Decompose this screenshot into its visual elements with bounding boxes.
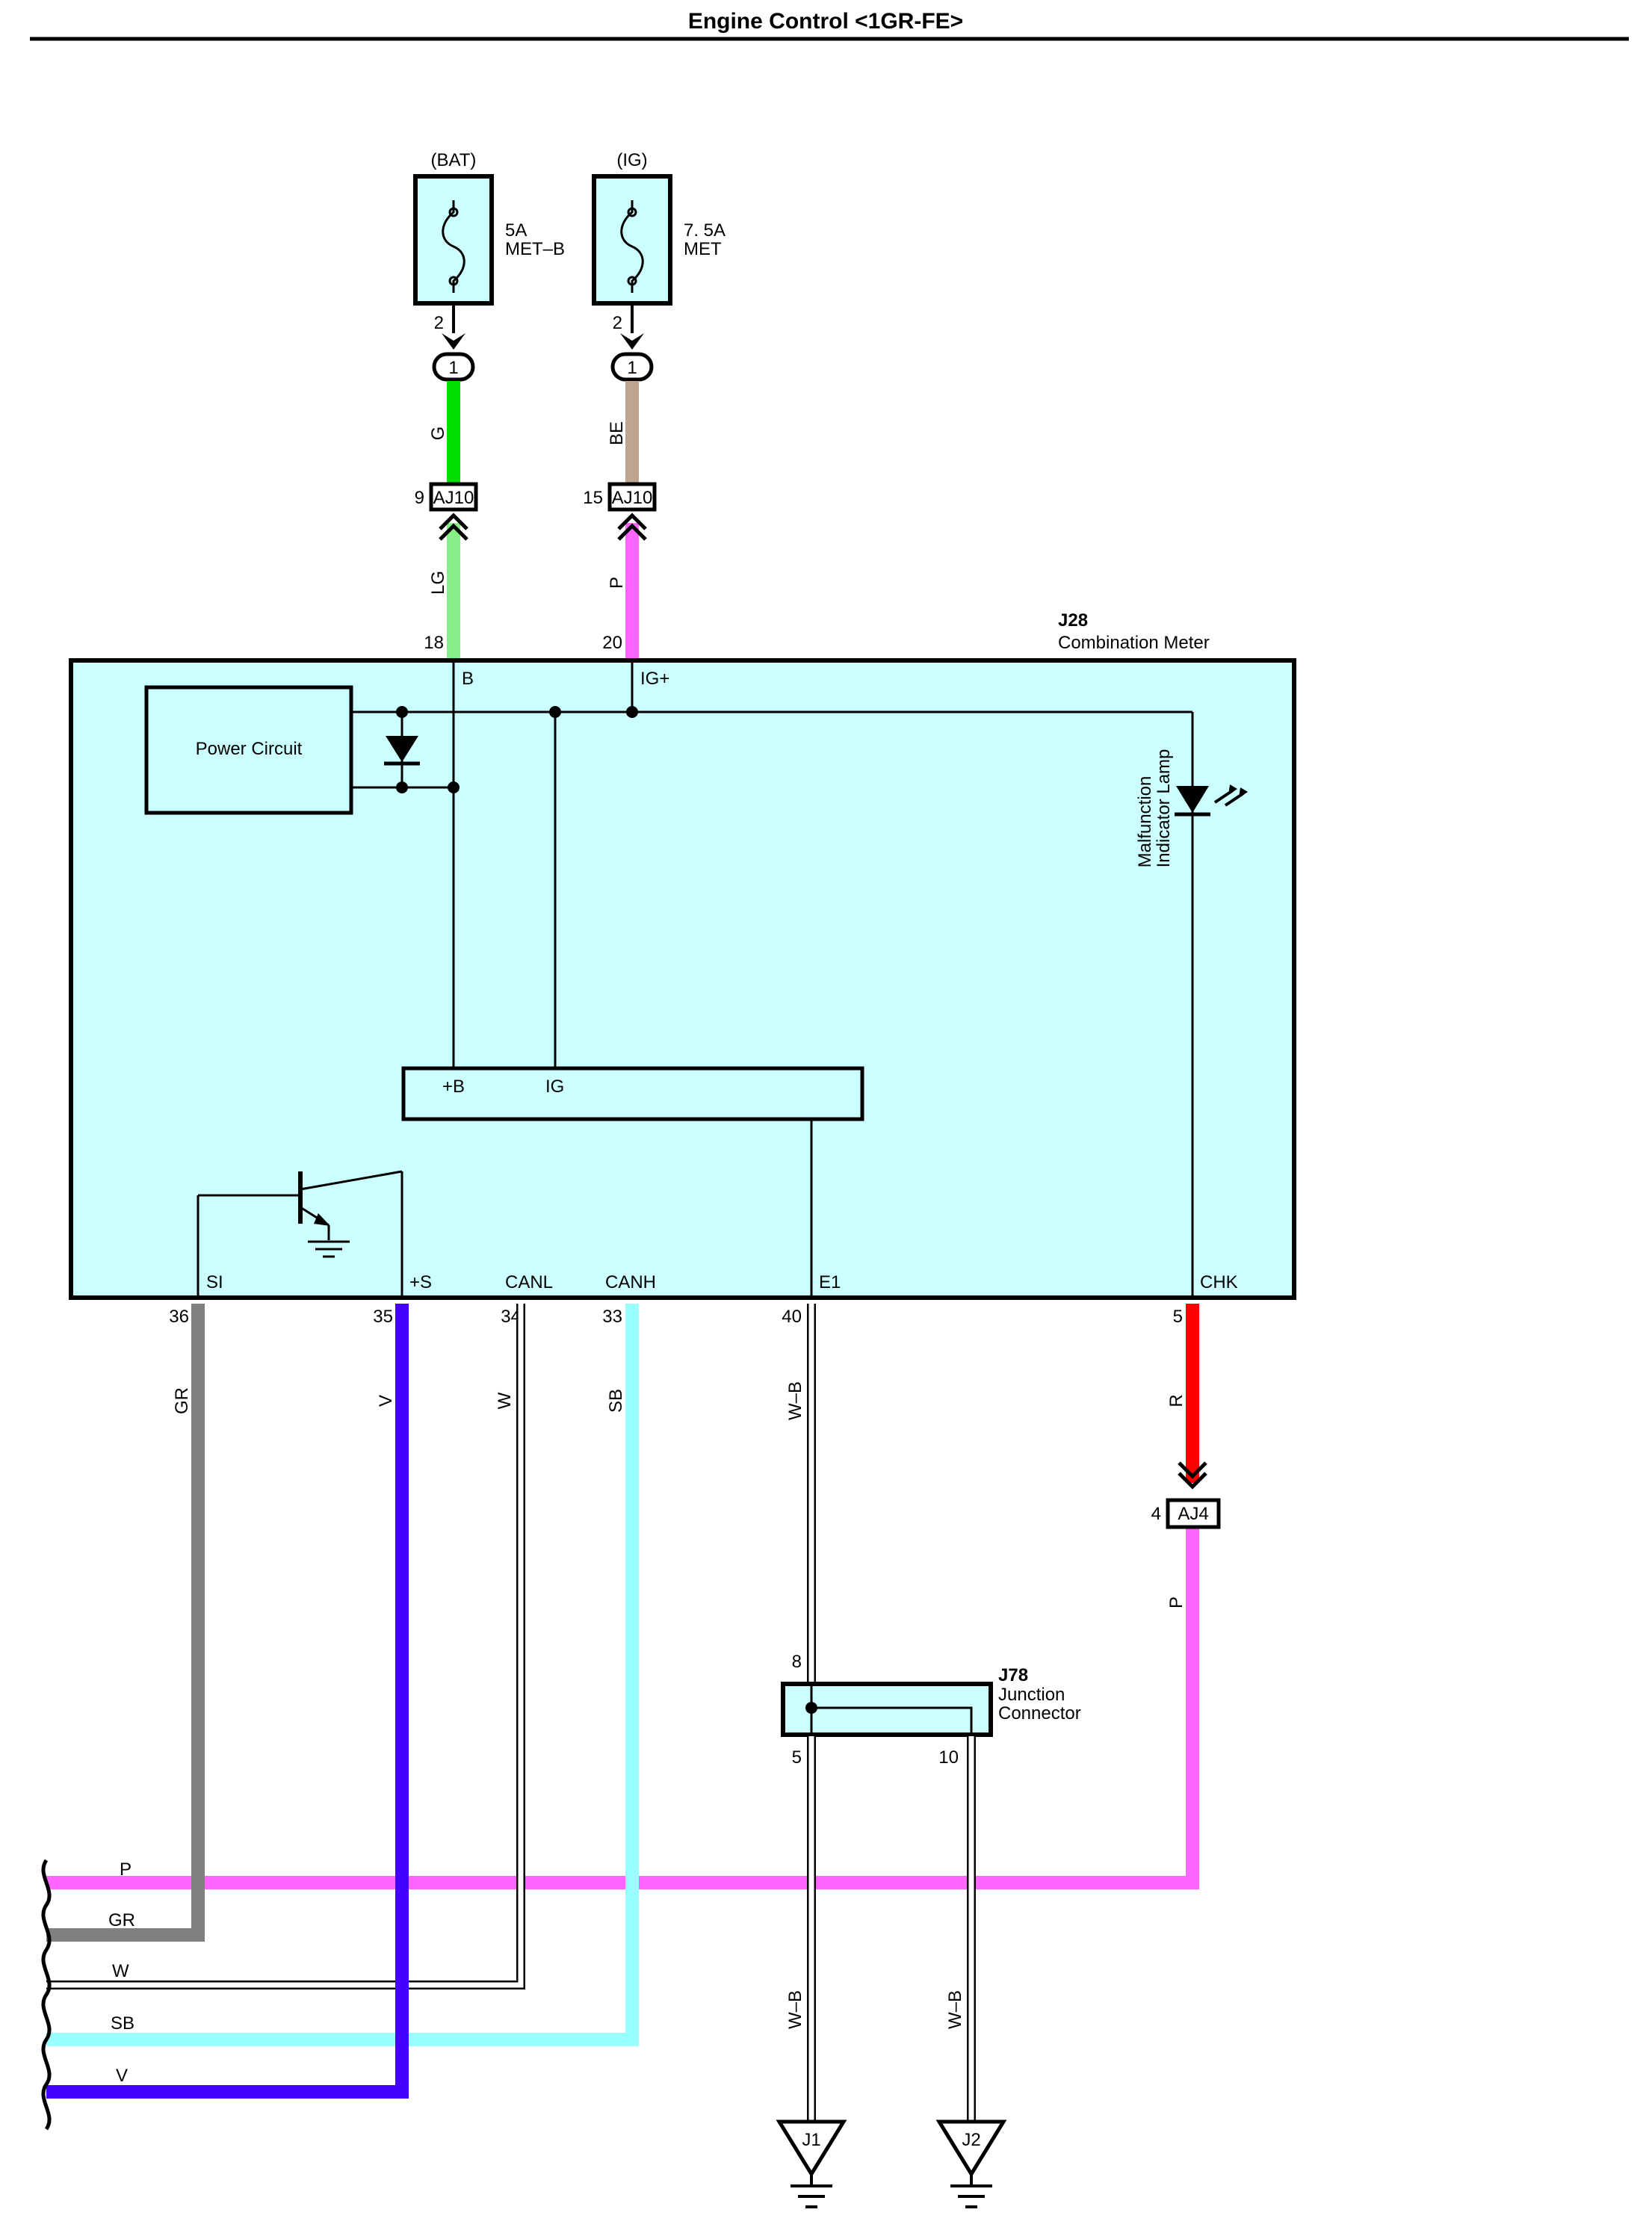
connector-arrow-icon <box>442 333 465 350</box>
ground-j2-label: J2 <box>962 2130 980 2150</box>
connector-1-left <box>432 352 475 382</box>
ground-icon <box>308 1240 350 1258</box>
earth-icon <box>791 2174 832 2208</box>
lamp-label-line2: Indicator Lamp <box>1154 749 1174 868</box>
wire-p-top-label: P <box>607 577 627 589</box>
transistor-arrow-icon <box>314 1213 330 1226</box>
meter-pin-35: 35 <box>373 1307 393 1327</box>
diode-icon <box>384 736 420 766</box>
junction-pin-5: 5 <box>792 1747 802 1768</box>
wire-v-label: V <box>376 1395 396 1407</box>
aj10-connector-left <box>429 482 478 512</box>
meter-pin-18: 18 <box>424 633 444 653</box>
fuse-met-amps: 7. 5A <box>684 220 726 241</box>
wire-v <box>46 1304 409 2099</box>
wire-be-label: BE <box>607 421 627 445</box>
fuse-met-b-pin: 2 <box>434 313 444 333</box>
connector-arrow-icon <box>620 333 644 350</box>
connector-1-right <box>610 352 654 382</box>
wire-sb-label: SB <box>606 1389 626 1413</box>
aj10-right-pin: 15 <box>583 488 603 508</box>
meter-pin-40: 40 <box>782 1307 802 1327</box>
meter-label-ig-plus: IG+ <box>640 669 669 689</box>
wire-w-b-e1-label: W–B <box>785 1381 805 1420</box>
meter-pin-33: 33 <box>602 1307 622 1327</box>
fuse-met-icon <box>620 200 644 293</box>
wire-gr <box>46 1304 205 1942</box>
meter-name: Combination Meter <box>1058 633 1210 653</box>
power-circuit-label: Power Circuit <box>196 739 303 759</box>
aj10-left-label: AJ10 <box>433 488 474 508</box>
aj10-connector-right <box>607 482 657 512</box>
fuse-source-ig: (IG) <box>616 150 647 170</box>
meter-pin-36: 36 <box>169 1307 189 1327</box>
lamp-label-line1: Malfunction <box>1135 776 1155 868</box>
junction-name-line2: Connector <box>998 1703 1081 1724</box>
meter-pin-20: 20 <box>602 633 622 653</box>
inner-label-ig: IG <box>545 1077 564 1097</box>
ground-j1-label: J1 <box>802 2130 820 2150</box>
meter-label-canl: CANL <box>505 1272 553 1292</box>
fuse-met-b-icon <box>442 200 465 293</box>
fuse-source-bat: (BAT) <box>431 150 477 170</box>
earth-icon <box>950 2174 992 2208</box>
fuse-met-name: MET <box>684 239 722 259</box>
wire-p-aj4-label: P <box>1166 1597 1187 1608</box>
wire-lg-label: LG <box>428 571 448 595</box>
wire-r-label: R <box>1166 1394 1187 1407</box>
junction-id: J78 <box>998 1665 1028 1685</box>
inner-label-plus-b: +B <box>442 1077 465 1097</box>
meter-label-b: B <box>462 669 474 689</box>
aj4-connector <box>1166 1498 1221 1529</box>
aj4-pin: 4 <box>1151 1504 1161 1524</box>
page-title: Engine Control <1GR-FE> <box>688 9 963 34</box>
aj4-label: AJ4 <box>1178 1504 1208 1524</box>
fuse-met-pin: 2 <box>613 313 622 333</box>
wire-w-b-j2-label: W–B <box>945 1990 965 2029</box>
bus-label-gr: GR <box>108 1910 135 1930</box>
ground-j2-icon <box>935 2119 1007 2178</box>
chevron-up-icon <box>439 512 468 541</box>
meter-label-plus-s: +S <box>409 1272 432 1292</box>
chevron-down-icon <box>1178 1461 1207 1490</box>
wire-gr-label: GR <box>172 1387 192 1414</box>
wire-g-label: G <box>428 427 448 441</box>
bus-label-w: W <box>112 1961 129 1981</box>
meter-label-si: SI <box>206 1272 223 1292</box>
meter-label-chk: CHK <box>1200 1272 1238 1292</box>
power-circuit-box <box>144 685 353 815</box>
connector-1-left-label: 1 <box>448 358 458 378</box>
wire-w-label: W <box>495 1392 515 1409</box>
fuse-met-b-amps: 5A <box>505 220 527 241</box>
aj10-left-pin: 9 <box>415 488 424 508</box>
inner-supply-box <box>401 1066 864 1121</box>
fuse-met-b-name: MET–B <box>505 239 565 259</box>
aj10-right-label: AJ10 <box>612 488 653 508</box>
meter-id: J28 <box>1058 610 1088 631</box>
connector-1-right-label: 1 <box>627 358 637 378</box>
meter-label-canh: CANH <box>605 1272 656 1292</box>
junction-pin-8: 8 <box>792 1652 802 1672</box>
wire-sb <box>46 1304 639 2046</box>
junction-pin-10: 10 <box>938 1747 959 1768</box>
meter-label-e1: E1 <box>819 1272 841 1292</box>
chevron-up-icon <box>617 512 647 541</box>
malfunction-lamp-led-icon <box>1175 784 1248 817</box>
junction-connector-box <box>781 1682 993 1737</box>
junction-name-line1: Junction <box>998 1685 1065 1705</box>
wire-break-wavy-line <box>41 1859 52 2131</box>
wire-p-bus <box>46 1528 1199 1889</box>
bus-label-p: P <box>120 1859 132 1880</box>
ground-j1-icon <box>776 2119 847 2178</box>
meter-pin-5: 5 <box>1173 1307 1183 1327</box>
bus-label-v: V <box>116 2066 128 2086</box>
wire-w-b-j1-label: W–B <box>785 1990 805 2029</box>
bus-label-sb: SB <box>111 2013 134 2034</box>
